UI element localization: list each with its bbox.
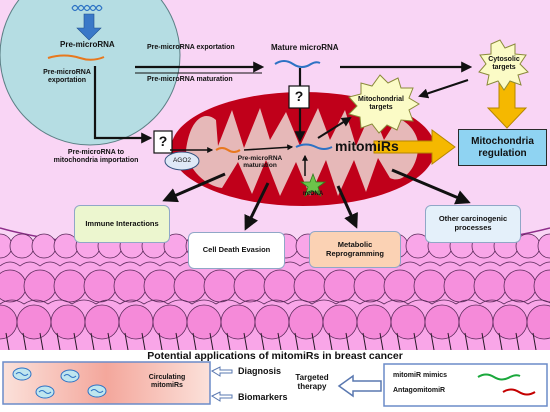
diagnosis-label: Diagnosis	[238, 366, 282, 376]
strand-to-mitomir-arrow	[243, 144, 294, 151]
biomarkers-label: Biomarkers	[238, 392, 288, 402]
transcription-arrow	[76, 13, 102, 41]
circulating-vesicles	[12, 367, 107, 399]
question-mark-import: ?	[158, 133, 168, 149]
premicrorna-maturation-label: Pre-microRNA maturation	[147, 76, 233, 83]
immune-arrow	[162, 172, 226, 203]
targeted-therapy-label: Targeted therapy	[295, 373, 329, 392]
immune-interactions-box: Immune Interactions	[74, 205, 170, 243]
ago2-protein	[164, 151, 200, 171]
circulating-mitomirs-label: Circulating mitomiRs	[148, 374, 186, 390]
cell-death-arrow	[244, 182, 270, 231]
biomarkers-arrow	[210, 391, 233, 402]
mimics-box	[383, 363, 548, 407]
importation-label: Pre-microRNA to mitochondria importation	[53, 149, 139, 165]
antagomitomir-label: AntagomitomiR	[393, 387, 446, 394]
cytosolic-targets-burst	[478, 39, 529, 91]
metabolic-arrow	[336, 185, 358, 229]
antagomir-strand-icon	[502, 388, 536, 396]
mitochondrial-targets-burst	[348, 74, 420, 134]
mitomir-mimics-label: mitomiR mimics	[393, 372, 448, 379]
mitomirs-label: mitomiRs	[335, 138, 399, 154]
other-carcinogenic-box: Other carcinogenic processes	[425, 205, 521, 243]
premicrorna-strand-nucleus	[47, 54, 105, 61]
dna-helix-icon	[71, 4, 103, 12]
import-path-arrow	[93, 66, 153, 144]
question-box-import	[153, 130, 173, 154]
carcinogenic-arrow	[391, 168, 471, 205]
circulating-box	[2, 361, 211, 405]
dna-helix-icon-strand	[71, 4, 103, 12]
therapy-arrow	[337, 374, 382, 398]
cytosolic-targets-label: Cytosolic targets	[488, 56, 520, 72]
mitochondria-regulation-box: Mitochondria regulation	[458, 129, 547, 166]
mitochondrial-rna-strand	[215, 147, 241, 153]
premicrorna-exportation-nucleus-label: Pre-microRNA exportation	[43, 69, 91, 85]
mitomir-to-mitotargets-arrow	[317, 116, 352, 139]
mitomir-to-regulation-arrow	[373, 129, 456, 165]
cytosolic-to-regulation-arrow	[486, 79, 528, 129]
mtdna-label: mtDNA	[302, 191, 324, 197]
mimic-strand-icon	[477, 373, 521, 381]
cell-death-evasion-box: Cell Death Evasion	[188, 232, 285, 269]
mitomir-strand	[295, 143, 333, 150]
mtdna-star-icon	[299, 172, 327, 197]
premicrorna-title: Pre-microRNA	[60, 40, 115, 49]
mature-microrna-strand	[274, 60, 321, 68]
cytosolic-to-mitotargets-arrow	[418, 79, 469, 99]
nucleus	[0, 0, 181, 146]
applications-title: Potential applications of mitomiRs in br…	[147, 350, 403, 362]
diagnosis-arrow	[210, 366, 233, 377]
premicrorna-exportation-label: Pre-microRNA exportation	[147, 44, 235, 51]
ago2-label: AGO2	[172, 157, 192, 164]
mature-microrna-label: Mature microRNA	[271, 43, 339, 52]
mitochondrial-targets-label: Mitochondrial targets	[358, 96, 404, 112]
mitochondrion-cristae	[186, 108, 419, 196]
premicrorna-maturation-mito-label: Pre-microRNA maturation	[237, 155, 283, 170]
metabolic-reprogramming-box: Metabolic Reprogramming	[309, 231, 401, 268]
question-mark-mature: ?	[294, 88, 304, 104]
